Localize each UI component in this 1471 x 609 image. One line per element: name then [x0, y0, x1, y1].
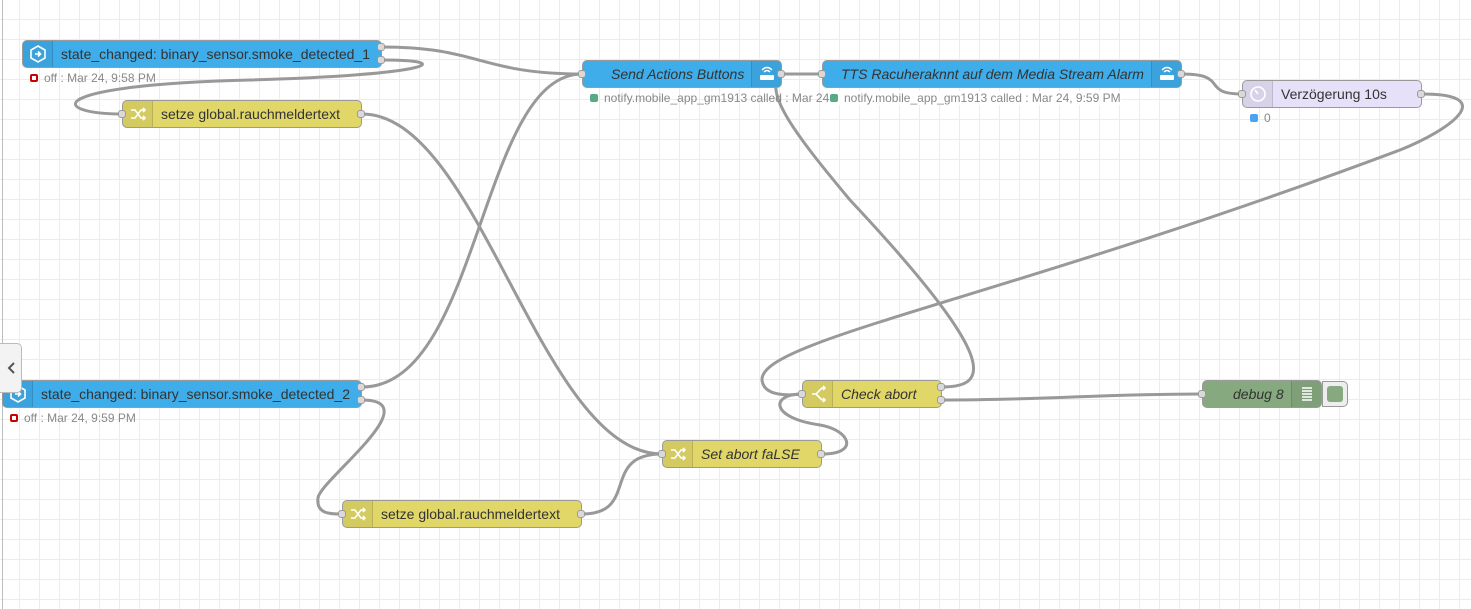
input-port[interactable]: [338, 510, 346, 518]
input-port[interactable]: [578, 70, 586, 78]
router-icon: [751, 61, 781, 87]
timer-icon: [1243, 81, 1273, 107]
check-abort-node[interactable]: Check abort: [802, 380, 942, 408]
node-status: off : Mar 24, 9:58 PM: [30, 71, 156, 85]
output-port[interactable]: [377, 43, 385, 51]
node-status: off : Mar 24, 9:59 PM: [10, 411, 136, 425]
node-status: notify.mobile_app_gm1913 called : Mar 24…: [830, 91, 1121, 105]
shuffle-icon: [123, 101, 153, 127]
set-abort-node[interactable]: Set abort faLSE: [662, 440, 822, 468]
state-changed-node-1[interactable]: state_changed: binary_sensor.smoke_detec…: [22, 40, 382, 68]
status-text: 0: [1264, 111, 1271, 125]
output-port[interactable]: [817, 450, 825, 458]
wire-state2-send-actions: [361, 72, 583, 389]
status-text: notify.mobile_app_gm1913 called : Mar 24…: [844, 91, 1121, 105]
status-ring-icon: [10, 414, 18, 422]
wire-delay-check-abort: [760, 92, 1464, 397]
node-label: Set abort faLSE: [701, 446, 800, 462]
wire-set-abort-check-abort: [778, 392, 848, 456]
input-port[interactable]: [1238, 90, 1246, 98]
input-port[interactable]: [818, 70, 826, 78]
shuffle-icon: [343, 501, 373, 527]
node-label: setze global.rauchmeldertext: [381, 506, 560, 522]
input-port[interactable]: [1198, 390, 1206, 398]
delay-node[interactable]: Verzögerung 10s: [1242, 80, 1422, 108]
router-icon: [1151, 61, 1181, 87]
wire-change1-set-abort: [361, 112, 663, 456]
wire-state1-change1: [73, 58, 424, 116]
state-changed-node-2[interactable]: state_changed: binary_sensor.smoke_detec…: [2, 380, 362, 408]
node-status: 0: [1250, 111, 1271, 125]
wire-state1-send-actions: [381, 45, 583, 76]
status-text: off : Mar 24, 9:58 PM: [44, 71, 156, 85]
change-node-2[interactable]: setze global.rauchmeldertext: [342, 500, 582, 528]
switch-icon: [803, 381, 833, 407]
chevron-left-icon: [7, 362, 15, 374]
output-port[interactable]: [937, 396, 945, 404]
debug-node[interactable]: debug 8: [1202, 380, 1322, 408]
send-actions-node[interactable]: Send Actions Buttons: [582, 60, 782, 88]
wire-check-abort-debug: [941, 392, 1203, 402]
input-port[interactable]: [798, 390, 806, 398]
output-port[interactable]: [777, 70, 785, 78]
node-label: debug 8: [1233, 386, 1284, 402]
status-dot-icon: [830, 94, 838, 102]
wire-send-actions-check-abort: [774, 72, 976, 389]
debug-toggle-button[interactable]: [1322, 381, 1348, 407]
canvas-left-border: [2, 0, 3, 609]
node-label: setze global.rauchmeldertext: [161, 106, 340, 122]
node-label: state_changed: binary_sensor.smoke_detec…: [61, 46, 370, 62]
input-port[interactable]: [658, 450, 666, 458]
output-port[interactable]: [377, 56, 385, 64]
wire-change2-set-abort: [581, 452, 663, 516]
sidebar-toggle-button[interactable]: [0, 343, 22, 393]
node-label: Check abort: [841, 386, 917, 402]
status-dot-icon: [1250, 114, 1258, 122]
wire-state2-change2: [316, 398, 386, 516]
node-label: Verzögerung 10s: [1281, 86, 1387, 102]
wire-tts-delay: [1181, 72, 1243, 96]
home-assistant-icon: [23, 41, 53, 67]
output-port[interactable]: [357, 383, 365, 391]
status-text: notify.mobile_app_gm1913 called : Mar 24: [604, 91, 830, 105]
output-port[interactable]: [1417, 90, 1425, 98]
shuffle-icon: [663, 441, 693, 467]
output-port[interactable]: [357, 110, 365, 118]
input-port[interactable]: [118, 110, 126, 118]
output-port[interactable]: [937, 383, 945, 391]
node-label: TTS Racuheraknnt auf dem Media Stream Al…: [841, 66, 1144, 82]
status-dot-icon: [590, 94, 598, 102]
output-port[interactable]: [357, 396, 365, 404]
list-icon: [1291, 381, 1321, 407]
change-node-1[interactable]: setze global.rauchmeldertext: [122, 100, 362, 128]
status-text: off : Mar 24, 9:59 PM: [24, 411, 136, 425]
node-label: Send Actions Buttons: [611, 66, 745, 82]
node-label: state_changed: binary_sensor.smoke_detec…: [41, 386, 350, 402]
node-status: notify.mobile_app_gm1913 called : Mar 24: [590, 91, 829, 105]
output-port[interactable]: [1177, 70, 1185, 78]
status-ring-icon: [30, 74, 38, 82]
tts-node[interactable]: TTS Racuheraknnt auf dem Media Stream Al…: [822, 60, 1182, 88]
output-port[interactable]: [577, 510, 585, 518]
